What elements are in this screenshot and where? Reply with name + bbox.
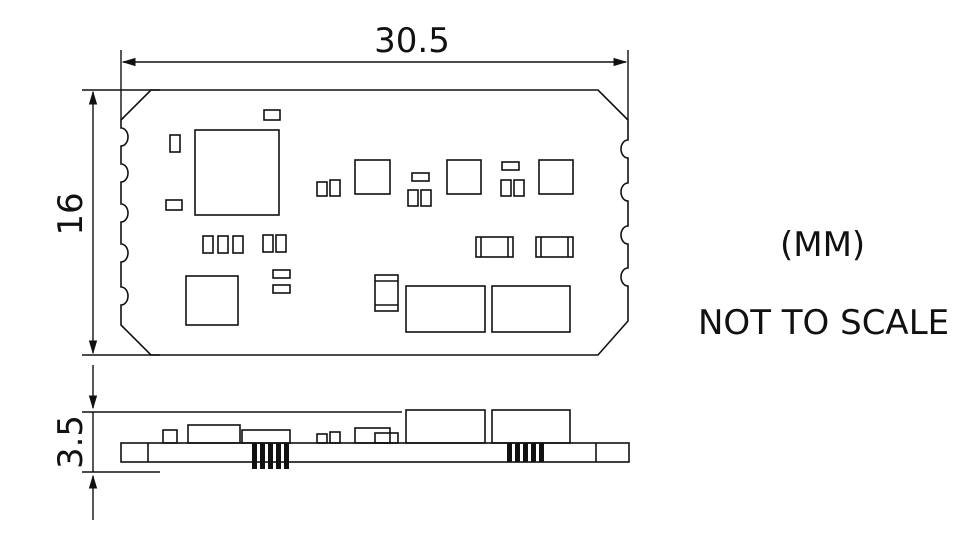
chip-square <box>538 159 574 195</box>
resistor <box>407 189 419 207</box>
resistor <box>272 269 291 279</box>
top-view <box>120 89 629 356</box>
side-board <box>120 442 630 463</box>
thickness-dimension <box>82 365 402 520</box>
width-label: 30.5 <box>374 21 450 61</box>
resistor <box>329 179 341 197</box>
chip-square <box>354 159 391 195</box>
resistor <box>217 235 229 254</box>
resistor <box>262 234 274 253</box>
resistor <box>169 134 181 153</box>
resistor <box>165 199 183 211</box>
resistor <box>420 189 432 207</box>
resistor <box>501 161 520 171</box>
chip-square <box>446 159 482 195</box>
resistor <box>500 179 512 197</box>
height-dimension <box>82 89 160 356</box>
resistor <box>272 284 291 294</box>
board-outline <box>120 89 629 356</box>
resistor <box>513 179 525 197</box>
resistor <box>275 234 287 253</box>
side-view <box>120 409 630 463</box>
resistor <box>316 181 328 197</box>
resistor <box>232 235 244 254</box>
inductor <box>405 285 486 333</box>
capacitor <box>475 236 514 258</box>
main-ic <box>194 129 280 216</box>
resistor <box>202 235 214 254</box>
units-label: (MM) <box>780 225 866 265</box>
resistor <box>263 109 281 121</box>
capacitor <box>374 274 399 312</box>
inductor <box>491 285 571 333</box>
scale-note: NOT TO SCALE <box>698 303 950 343</box>
resistor <box>411 172 430 182</box>
capacitor <box>535 236 574 258</box>
side-view-castellations <box>252 443 544 469</box>
width-dimension <box>120 50 629 120</box>
ic-lower <box>185 275 239 326</box>
thickness-label: 3.5 <box>51 415 91 469</box>
height-label: 16 <box>51 192 91 235</box>
